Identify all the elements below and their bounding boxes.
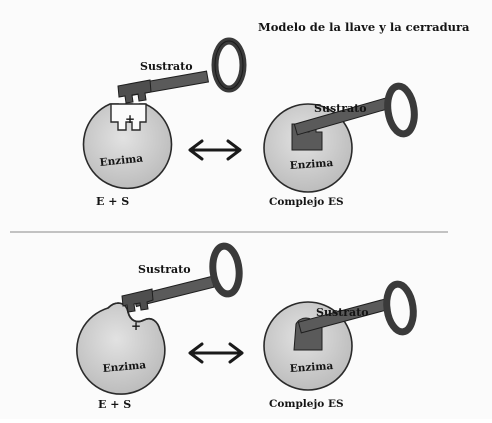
active-site-bottom-left [107, 302, 161, 331]
key-substrate-bottom-left [121, 242, 243, 313]
caption-e-plus-s-bottom: E + S [98, 398, 132, 411]
label-enzyme-bottom-right: Enzima [289, 360, 333, 375]
diagram-title: Modelo de la llave y la cerradura [258, 20, 470, 34]
double-arrow-top [188, 139, 242, 161]
key-substrate-top-right [291, 82, 418, 151]
label-substrate-bottom-left: Sustrato [138, 263, 191, 276]
label-enzyme-top-right: Enzima [289, 157, 333, 172]
key-substrate-top-left [117, 37, 247, 104]
label-plus-bottom-left: + [131, 319, 141, 333]
label-enzyme-bottom-left: Enzima [102, 359, 147, 375]
active-site-top-left [110, 103, 147, 131]
caption-e-plus-s-top: E + S [96, 195, 130, 208]
key-substrate-bottom-right [293, 280, 417, 351]
label-substrate-bottom-right: Sustrato [316, 306, 369, 319]
caption-es-complex-top: Complejo ES [269, 196, 344, 208]
label-substrate-top-left: Sustrato [140, 60, 193, 73]
label-enzyme-top-left: Enzima [99, 152, 144, 169]
enzyme-bottom-left [76, 302, 166, 395]
label-substrate-top-right: Sustrato [314, 102, 367, 115]
label-plus-top-left: + [125, 112, 135, 126]
double-arrow-bottom [188, 342, 244, 364]
caption-es-complex-bottom: Complejo ES [269, 398, 344, 410]
